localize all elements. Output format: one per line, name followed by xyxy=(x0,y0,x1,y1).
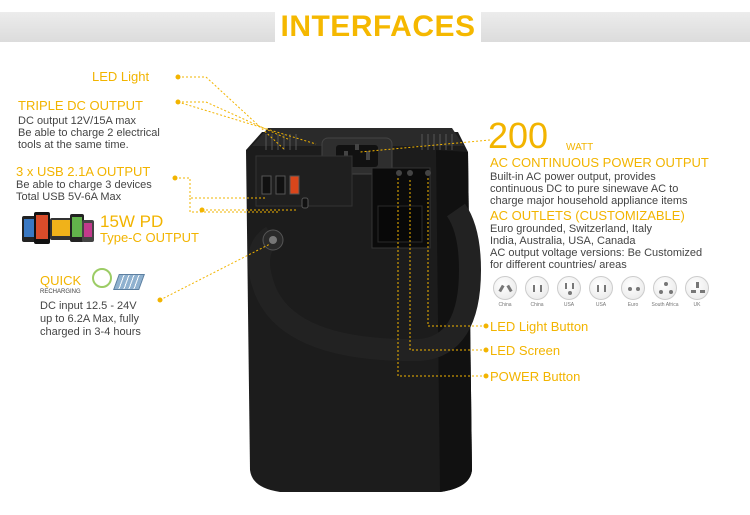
page-title: INTERFACES xyxy=(280,10,476,43)
socket-label: USA xyxy=(595,302,607,308)
socket-label: China xyxy=(530,302,544,308)
socket-label: UK xyxy=(693,302,701,308)
outlets-line-4: for different countries/ areas xyxy=(490,259,627,271)
quick-line-1: DC input 12.5 - 24V xyxy=(40,300,137,312)
socket-usa-1: USA xyxy=(556,276,582,308)
clock-icon xyxy=(92,268,112,288)
title-bar: INTERFACES xyxy=(0,8,750,46)
usb-line-1: Be able to charge 3 devices xyxy=(16,179,152,191)
led-screen-label: LED Screen xyxy=(490,343,561,358)
watt-unit: WATT xyxy=(566,142,594,153)
usb-line-2: Total USB 5V-6A Max xyxy=(16,191,122,203)
quick-line-3: charged in 3-4 hours xyxy=(40,326,141,338)
outlets-line-1: Euro grounded, Switzerland, Italy xyxy=(490,223,653,235)
plug-socket-icon xyxy=(653,276,677,300)
power-button-label: POWER Button xyxy=(490,369,581,384)
socket-label: Euro xyxy=(627,302,639,308)
pd-sub: Type-C OUTPUT xyxy=(100,230,199,245)
quick-line-2: up to 6.2A Max, fully xyxy=(40,313,140,325)
triple-dc-line-2: Be able to charge 2 electrical xyxy=(18,127,160,139)
plug-socket-icon xyxy=(589,276,613,300)
plug-socket-icon xyxy=(621,276,645,300)
socket-china-1: China xyxy=(492,276,518,308)
socket-label: China xyxy=(498,302,512,308)
socket-label: South Africa xyxy=(651,302,679,308)
watt-value: 200 xyxy=(488,115,549,156)
socket-south-africa: South Africa xyxy=(652,276,678,308)
socket-euro: Euro xyxy=(620,276,646,308)
quick-sub: RECHARGING xyxy=(40,289,81,295)
pd-heading: 15W PD xyxy=(100,212,164,231)
outlets-heading: AC OUTLETS (CUSTOMIZABLE) xyxy=(490,208,685,223)
ac-line-3: charge major household appliance items xyxy=(490,195,688,207)
usb-heading: 3 x USB 2.1A OUTPUT xyxy=(16,164,151,179)
socket-label: USA xyxy=(563,302,575,308)
ac-line-2: continuous DC to pure sinewave AC to xyxy=(490,183,679,195)
led-light-label: LED Light xyxy=(92,69,150,84)
title-box: INTERFACES xyxy=(275,8,481,46)
led-button-label: LED Light Button xyxy=(490,319,589,334)
socket-usa-2: USA xyxy=(588,276,614,308)
triple-dc-line-1: DC output 12V/15A max xyxy=(18,115,137,127)
outlets-line-3: AC output voltage versions: Be Customize… xyxy=(490,247,703,259)
ac-line-1: Built-in AC power output, provides xyxy=(490,171,656,183)
quick-heading: QUICK xyxy=(40,273,82,288)
socket-uk: UK xyxy=(684,276,710,308)
triple-dc-heading: TRIPLE DC OUTPUT xyxy=(18,98,143,113)
socket-types: China China USA USA Euro xyxy=(492,276,710,308)
plug-socket-icon xyxy=(557,276,581,300)
plug-socket-icon xyxy=(525,276,549,300)
socket-china-2: China xyxy=(524,276,550,308)
triple-dc-line-3: tools at the same time. xyxy=(18,139,129,151)
plug-socket-icon xyxy=(685,276,709,300)
outlets-line-2: India, Australia, USA, Canada xyxy=(490,235,636,247)
ac-heading: AC CONTINUOUS POWER OUTPUT xyxy=(490,155,709,170)
devices-image xyxy=(22,212,94,244)
plug-socket-icon xyxy=(493,276,517,300)
